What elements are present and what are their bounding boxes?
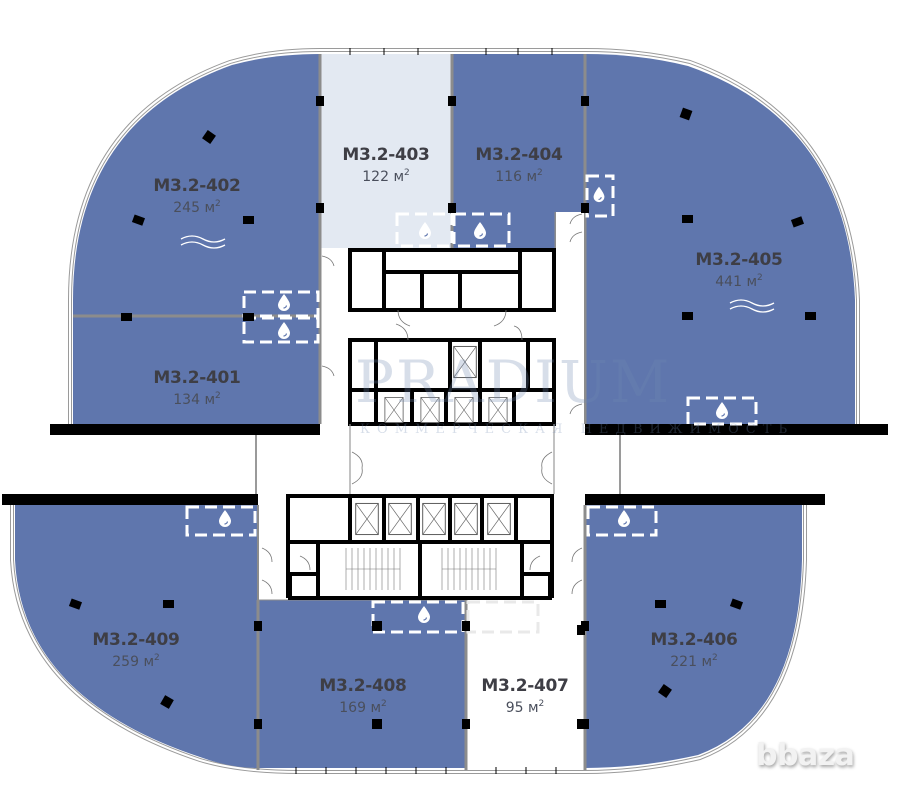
unit-M3.2-406-shape [585,505,802,768]
elevator-icon [388,502,412,536]
elevator-icon [487,502,511,536]
elevator-icon [454,396,474,424]
unit-M3.2-409[interactable] [15,505,258,768]
unit-M3.2-404[interactable] [452,54,585,248]
unit-M3.2-408[interactable] [258,600,466,768]
elevator-icon [355,502,379,536]
unit-M3.2-407-shape [466,600,584,768]
unit-M3.2-405-shape [585,54,855,424]
unit-M3.2-407[interactable] [466,600,584,768]
unit-M3.2-403-shape [320,54,452,248]
elevator-icon [454,502,478,536]
unit-M3.2-402-shape [73,54,320,316]
column-icon [68,96,816,729]
unit-M3.2-406[interactable] [585,505,802,768]
unit-M3.2-409-shape [15,505,258,768]
unit-M3.2-408-shape [258,600,466,768]
unit-M3.2-401[interactable] [73,316,320,424]
elevator-icon [384,396,404,424]
unit-M3.2-402[interactable] [100,60,320,316]
unit-M3.2-403[interactable] [320,54,452,248]
stairs-icon [345,548,497,590]
elevator-icon [420,396,440,424]
unit-M3.2-405[interactable] [585,54,855,424]
elevator-icon [453,345,477,379]
elevator-icon [488,396,508,424]
elevator-icon [422,502,446,536]
